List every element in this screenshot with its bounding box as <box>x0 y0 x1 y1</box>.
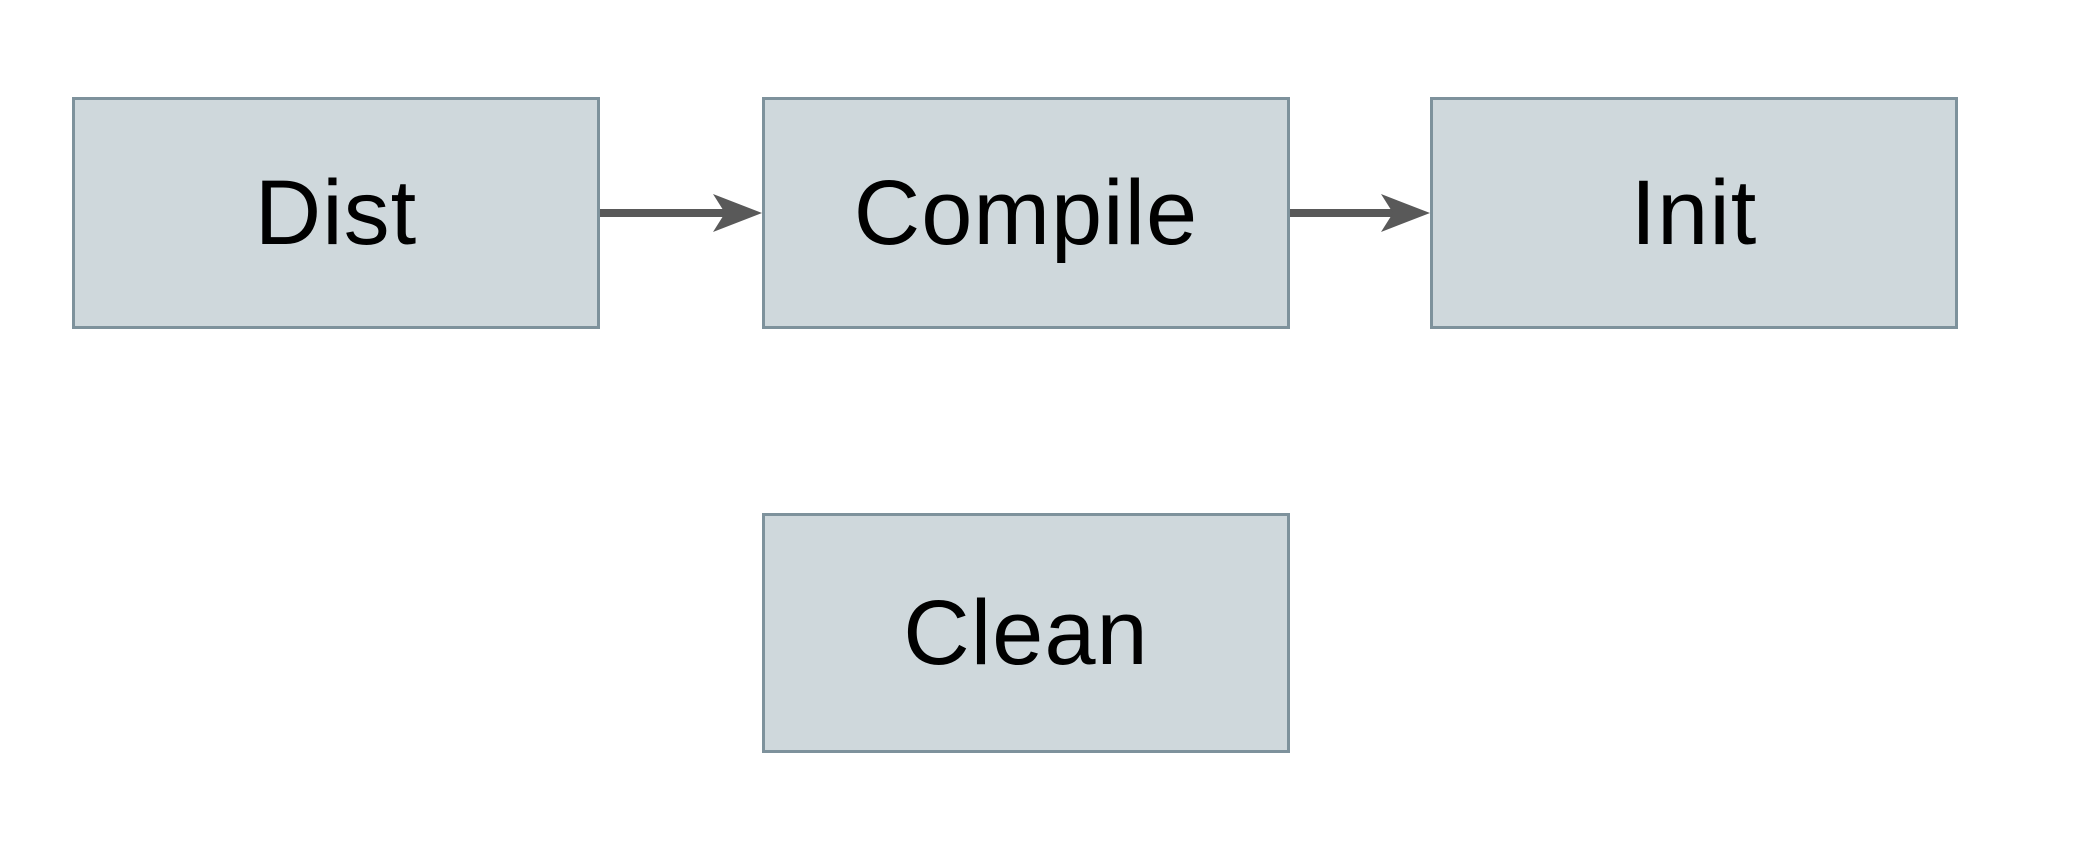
node-init-label: Init <box>1630 162 1758 264</box>
node-clean-label: Clean <box>903 582 1149 684</box>
node-compile-label: Compile <box>853 162 1199 264</box>
arrowhead-right-icon <box>713 194 762 232</box>
node-init: Init <box>1430 97 1958 329</box>
node-dist-label: Dist <box>254 162 418 264</box>
arrow-compile-to-init <box>1290 194 1430 232</box>
node-compile: Compile <box>762 97 1290 329</box>
arrowhead-right-icon <box>1381 194 1430 232</box>
node-dist: Dist <box>72 97 600 329</box>
arrow-dist-to-compile <box>600 194 762 232</box>
node-clean: Clean <box>762 513 1290 753</box>
